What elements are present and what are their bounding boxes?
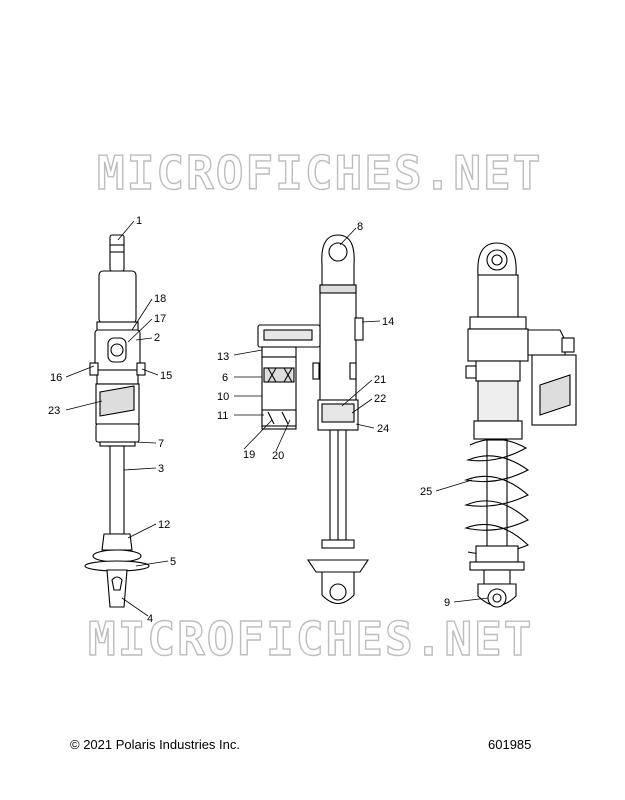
left-shock (84, 234, 150, 608)
watermark-top: MICROFICHES.NET (97, 146, 542, 200)
middle-shock (257, 234, 370, 605)
part-label-8: 8 (357, 221, 363, 233)
part-label-7: 7 (158, 438, 164, 450)
part-label-22: 22 (374, 393, 386, 405)
right-shock (464, 242, 577, 608)
part-label-15: 15 (160, 370, 172, 382)
part-labels: 1 18 17 2 16 15 23 7 3 12 5 4 8 14 13 6 … (48, 215, 450, 625)
watermark-bottom: MICROFICHES.NET (88, 612, 533, 666)
part-label-1: 1 (136, 215, 142, 227)
part-label-17: 17 (154, 313, 166, 325)
part-label-14: 14 (382, 316, 394, 328)
part-label-12: 12 (158, 519, 170, 531)
part-label-10: 10 (217, 391, 229, 403)
part-label-19: 19 (243, 449, 255, 461)
part-label-16: 16 (50, 372, 62, 384)
part-label-21: 21 (374, 374, 386, 386)
part-label-13: 13 (217, 351, 229, 363)
leader-lines (65, 220, 489, 617)
part-label-6: 6 (222, 372, 228, 384)
part-label-11: 11 (217, 410, 228, 422)
part-label-24: 24 (377, 423, 389, 435)
part-label-3: 3 (158, 463, 164, 475)
part-label-20: 20 (272, 450, 284, 462)
part-label-4: 4 (147, 613, 153, 625)
part-label-23: 23 (48, 405, 60, 417)
part-label-18: 18 (154, 293, 166, 305)
part-label-5: 5 (170, 556, 176, 568)
part-label-2: 2 (154, 332, 160, 344)
part-label-9: 9 (444, 597, 450, 609)
diagram-number: 601985 (488, 737, 532, 752)
copyright-text: © 2021 Polaris Industries Inc. (70, 737, 240, 752)
part-label-25: 25 (420, 486, 432, 498)
